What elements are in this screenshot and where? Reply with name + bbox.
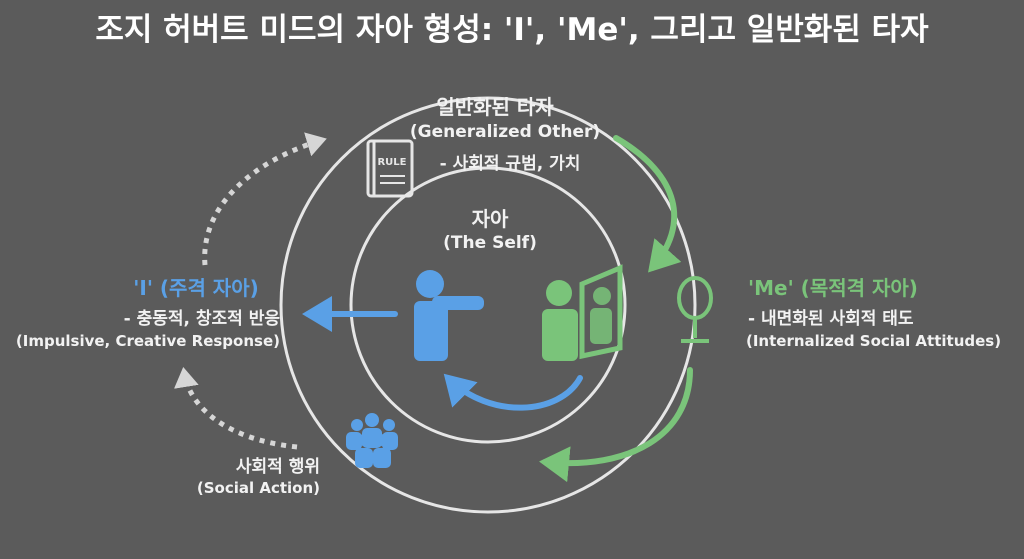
dotted-arrow-i-to-other	[202, 132, 327, 266]
page-title: 조지 허버트 미드의 자아 형성: 'I', 'Me', 그리고 일반화된 타자	[95, 12, 929, 48]
hand-mirror-icon	[677, 276, 713, 343]
outer-circle	[279, 96, 697, 514]
i-self-desc: - 충동적, 창조적 반응	[123, 309, 280, 329]
group-people-icon	[346, 413, 398, 468]
me-self-desc: - 내면화된 사회적 태도	[748, 309, 914, 329]
rule-book-label: RULE	[377, 157, 406, 168]
me-self-title: 'Me' (목적격 자아)	[748, 276, 918, 300]
arrow-me-to-action	[539, 367, 693, 483]
me-self-subtitle: (Internalized Social Attitudes)	[746, 332, 1002, 350]
arrow-other-to-me	[613, 135, 682, 273]
person-mirror-icon	[542, 264, 623, 361]
dotted-arrow-action-to-i	[174, 367, 298, 450]
rule-book-icon: RULE	[366, 139, 414, 198]
generalized-other-desc: - 사회적 규범, 가치	[439, 154, 581, 174]
social-action-subtitle: (Social Action)	[196, 479, 320, 497]
social-action-title: 사회적 행위	[235, 457, 320, 477]
i-self-subtitle: (Impulsive, Creative Response)	[15, 332, 280, 350]
arrow-me-to-i	[443, 373, 583, 411]
pointing-person-icon	[414, 270, 484, 361]
self-title: 자아	[471, 207, 509, 231]
i-self-title: 'I' (주격 자아)	[133, 276, 259, 300]
generalized-other-subtitle: (Generalized Other)	[409, 122, 601, 142]
generalized-other-title: 일반화된 타자	[436, 95, 554, 119]
inner-circle	[349, 166, 627, 444]
self-subtitle: (The Self)	[443, 233, 537, 253]
